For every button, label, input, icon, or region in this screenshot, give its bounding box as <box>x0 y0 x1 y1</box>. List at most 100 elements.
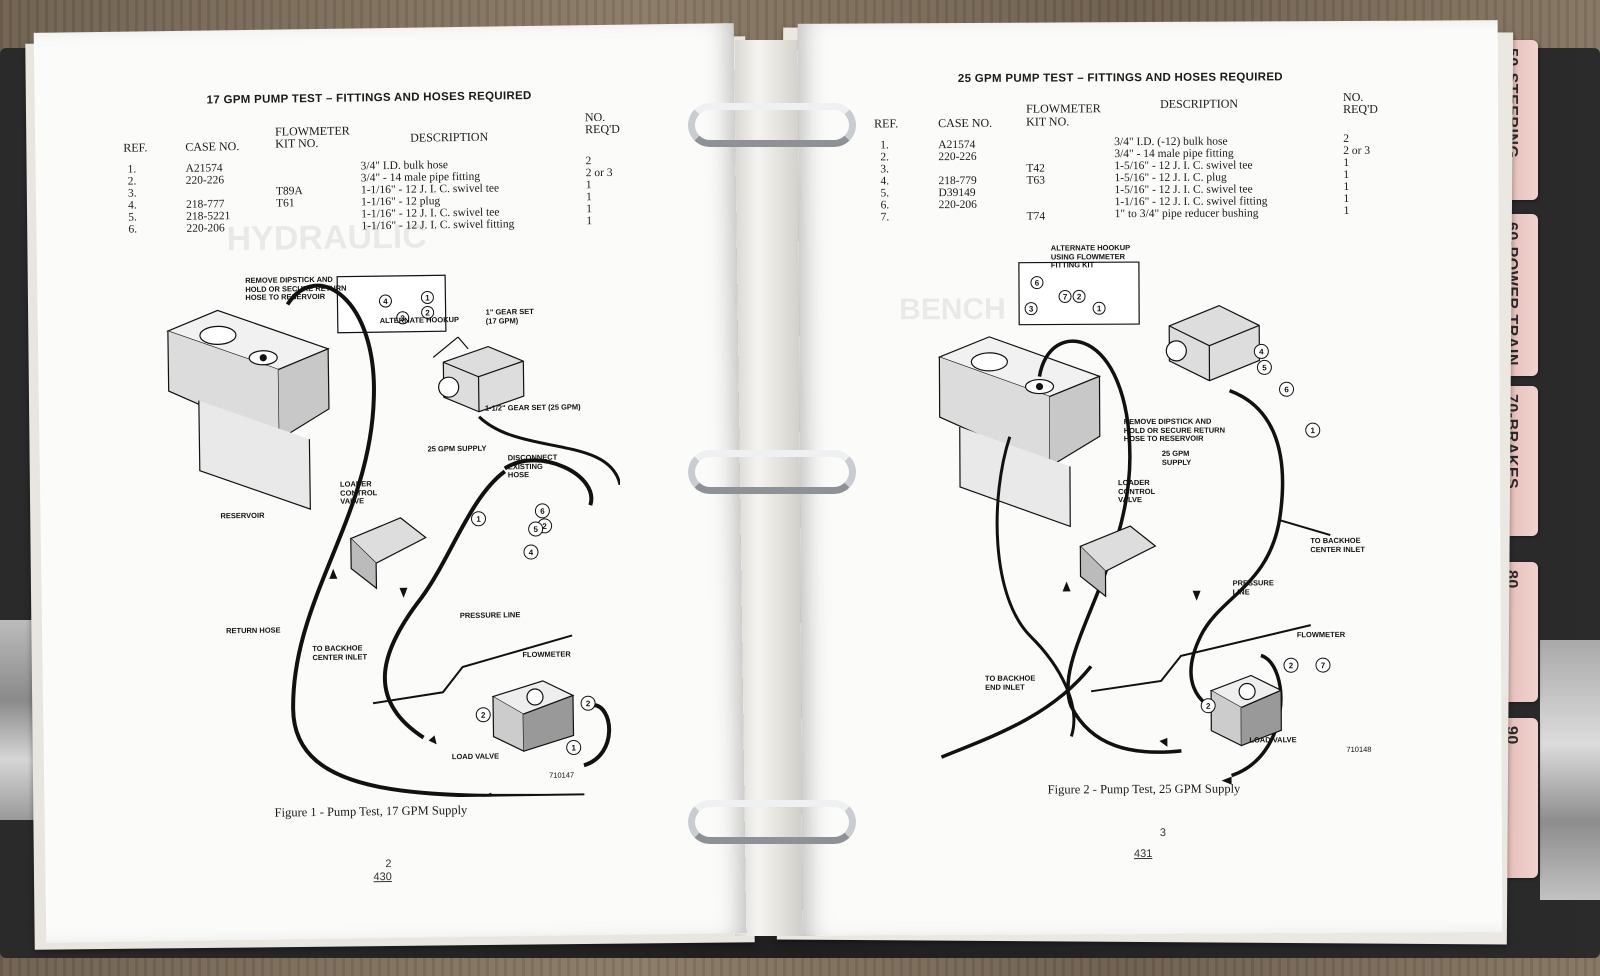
label-loader-control-valve: LOADER CONTROL VALVE <box>339 479 378 506</box>
callout-6: 6 <box>1284 385 1289 394</box>
callout-1: 1 <box>1311 426 1316 435</box>
right-page-number-alt: 431 <box>1133 847 1153 861</box>
right-col-ref: REF. <box>874 116 899 131</box>
label-load-valve: LOAD VALVE <box>1249 735 1297 745</box>
left-col-case-no: CASE NO. <box>185 139 240 154</box>
right-page-number: 3 <box>1159 826 1167 839</box>
callout-6: 6 <box>1035 279 1040 288</box>
right-page-heading: 25 GPM PUMP TEST – FITTINGS AND HOSES RE… <box>957 71 1283 86</box>
label-reservoir: RESERVOIR <box>220 510 265 521</box>
table-row-desc: 1-5/16" - 12 J. I. C. swivel tee <box>1114 183 1253 197</box>
table-row-ref: 5. <box>880 187 890 200</box>
label-to-backhoe-center: TO BACKHOE CENTER INLET <box>1310 535 1365 554</box>
table-row-desc: 1" to 3/4" pipe reducer bushing <box>1114 207 1259 221</box>
left-col-ref: REF. <box>123 140 148 155</box>
left-page-number: 2 <box>385 858 392 871</box>
label-disconnect-hose: DISCONNECT EXISTING HOSE <box>507 452 558 480</box>
table-row-ref: 7. <box>880 211 890 224</box>
label-return-hose: RETURN HOSE <box>225 625 281 636</box>
table-row-kit: T89A <box>275 185 303 198</box>
callout-1: 1 <box>476 515 481 524</box>
table-row-desc: 1-5/16" - 12 J. I. C. swivel tee <box>1114 159 1253 173</box>
callout-2: 2 <box>1289 661 1294 670</box>
binder-ring-middle <box>688 450 856 494</box>
table-row-ref: 1. <box>880 139 889 152</box>
table-row-ref: 6. <box>880 199 890 212</box>
label-alternate-hookup: ALTERNATE HOOKUP USING FLOWMETER FITTING… <box>1050 243 1131 270</box>
table-row-desc: 1-1/16" - 12 J. I. C. swivel fitting <box>361 218 515 233</box>
label-pressure-line: PRESSURE LINE <box>459 610 521 621</box>
callout-2: 2 <box>1206 702 1211 711</box>
table-row-qty: 1 <box>586 203 593 216</box>
callout-5: 5 <box>1262 363 1267 372</box>
table-row-kit: T74 <box>1026 210 1046 223</box>
binder-ring-top <box>688 103 856 147</box>
callout-2: 2 <box>425 308 430 317</box>
callout-2: 2 <box>586 699 591 708</box>
callout-3: 3 <box>400 314 405 323</box>
table-row-kit: T63 <box>1026 174 1046 187</box>
table-row-kit: T42 <box>1026 162 1045 175</box>
label-to-backhoe-center: TO BACKHOE CENTER INLET <box>312 643 368 662</box>
table-row-ref: 3. <box>127 187 137 200</box>
table-row-case: 220-206 <box>938 198 977 212</box>
table-row-case: 220-226 <box>185 174 225 187</box>
callout-2: 2 <box>481 711 486 720</box>
label-gear-set-17: 1" GEAR SET (17 GPM) <box>485 306 534 326</box>
callout-7: 7 <box>1321 661 1326 670</box>
figure-2-hydraulic-diagram: 6 7 2 3 1 4 5 6 1 2 2 7 <box>937 261 1331 785</box>
table-row-qty: 1 <box>585 179 592 192</box>
table-row-ref: 1. <box>127 163 137 176</box>
left-page: HYDRAULIC 17 GPM PUMP TEST – FITTINGS AN… <box>33 23 747 943</box>
label-figure-number: 710148 <box>1346 744 1372 754</box>
label-to-backhoe-end: TO BACKHOE END INLET <box>985 673 1036 692</box>
left-page-heading: 17 GPM PUMP TEST – FITTINGS AND HOSES RE… <box>206 89 532 107</box>
table-row-ref: 3. <box>880 163 890 176</box>
table-row-desc: 3/4" I.D. (-12) bulk hose <box>1114 135 1228 149</box>
table-row-case: D39149 <box>938 186 976 200</box>
table-row-ref: 4. <box>880 175 890 188</box>
label-remove-dipstick: REMOVE DIPSTICK AND HOLD OR SECURE RETUR… <box>1123 416 1226 444</box>
table-row-desc: 1-5/16" - 12 J. I. C. plug <box>1114 171 1227 185</box>
table-row-qty: 1 <box>1343 204 1350 217</box>
label-25-gpm-supply: 25 GPM SUPPLY <box>1161 448 1192 467</box>
table-row-case: A21574 <box>185 162 223 175</box>
table-row-ref: 2. <box>127 175 137 188</box>
label-remove-dipstick: REMOVE DIPSTICK AND HOLD OR SECURE RETUR… <box>245 274 347 303</box>
table-row-qty: 1 <box>585 191 592 204</box>
figure-1-hydraulic-diagram: 1 2 4 3 1 6 2 5 4 2 2 1 <box>166 274 622 801</box>
callout-2: 2 <box>542 522 547 531</box>
table-row-case: 218-779 <box>938 174 977 188</box>
callout-4: 4 <box>529 548 534 557</box>
right-col-case-no: CASE NO. <box>938 115 993 131</box>
callout-7: 7 <box>1063 292 1068 301</box>
figure-2-caption: Figure 2 - Pump Test, 25 GPM Supply <box>1047 781 1241 797</box>
label-figure-number: 710147 <box>549 770 575 780</box>
table-row-ref: 6. <box>128 223 138 236</box>
table-row-kit: T61 <box>276 197 295 210</box>
callout-1: 1 <box>425 293 430 302</box>
callout-3: 3 <box>1029 305 1034 314</box>
callout-4: 4 <box>1259 347 1264 356</box>
table-row-case: 218-5221 <box>186 210 231 223</box>
right-col-kit-no: KIT NO. <box>1026 114 1070 129</box>
left-col-kit-no: KIT NO. <box>275 135 319 151</box>
table-row-case: 220-206 <box>186 222 225 235</box>
binder-ring-bottom <box>688 800 856 844</box>
table-row-qty: 1 <box>1343 192 1350 205</box>
left-page-number-alt: 430 <box>373 871 392 884</box>
table-row-case: A21574 <box>938 138 976 152</box>
label-flowmeter: FLOWMETER <box>522 649 571 660</box>
table-row-qty: 2 or 3 <box>1343 144 1371 157</box>
table-row-qty: 1 <box>1343 168 1350 181</box>
table-row-qty: 2 <box>1343 132 1350 145</box>
callout-2: 2 <box>1077 292 1082 301</box>
callout-1: 1 <box>1097 304 1102 313</box>
table-row-desc: 3/4" - 14 male pipe fitting <box>1114 147 1234 161</box>
label-alternate-hookup: ALTERNATE HOOKUP <box>379 315 460 326</box>
table-row-qty: 1 <box>1343 180 1350 193</box>
label-25-gpm-supply: 25 GPM SUPPLY <box>427 443 487 454</box>
callout-5: 5 <box>533 525 538 534</box>
label-gear-set-25: 1-1/2" GEAR SET (25 GPM) <box>484 402 581 413</box>
label-load-valve: LOAD VALVE <box>451 751 500 762</box>
